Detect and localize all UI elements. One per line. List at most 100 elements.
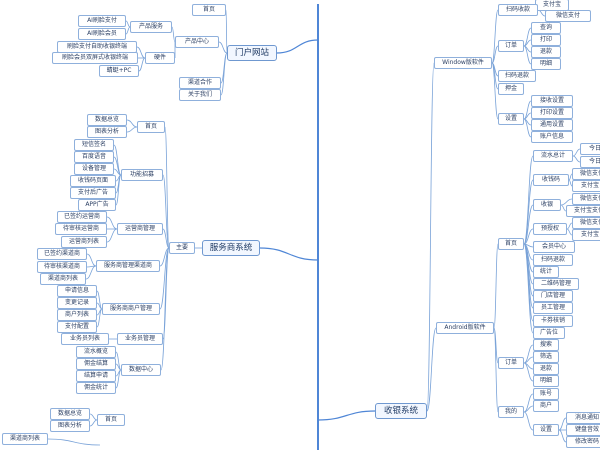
portal-hw3[interactable]: 蜻蜓+PC [99, 65, 139, 77]
cashier-collect-code[interactable]: 收钱码 [533, 174, 569, 186]
cashier-cc1[interactable]: 微信支付 [572, 168, 600, 180]
cashier-s1[interactable]: 接收设置 [531, 95, 573, 107]
cashier-o2[interactable]: 打印 [531, 34, 561, 46]
cashier-q2[interactable]: 筛选 [533, 351, 559, 363]
provider-main[interactable]: 主要 [169, 242, 195, 254]
cashier-q1[interactable]: 搜索 [533, 339, 559, 351]
provider-ads4[interactable]: 收钱码页面 [70, 175, 116, 187]
provider-ads1[interactable]: 短信签名 [74, 139, 114, 151]
portal-product-service[interactable]: 产品服务 [130, 21, 172, 33]
portal-about[interactable]: 关于我们 [179, 89, 221, 101]
cashier-staff-mgmt[interactable]: 员工管理 [533, 302, 573, 314]
cashier-c1[interactable]: 微信支付 [572, 193, 600, 205]
provider-ops2[interactable]: 待审核运营商 [55, 223, 107, 235]
provider-ads3[interactable]: 设备管理 [74, 163, 114, 175]
portal-product-center[interactable]: 产品中心 [175, 36, 219, 48]
cashier-o1[interactable]: 查询 [531, 22, 561, 34]
bottom-chart-analysis[interactable]: 图表分析 [50, 420, 90, 432]
cashier-scan-refund[interactable]: 微信支付 [545, 10, 591, 22]
cashier-merchant[interactable]: 商户 [533, 400, 559, 412]
portal-ai-pay[interactable]: AI刷脸支付 [78, 15, 126, 27]
cashier-home[interactable]: 首页 [498, 238, 524, 250]
provider-data-center[interactable]: 数据中心 [121, 364, 161, 376]
provider-ops3[interactable]: 运营商列表 [61, 236, 107, 248]
provider-ch2[interactable]: 待审核渠道商 [37, 261, 87, 273]
cashier-o3[interactable]: 退款 [531, 46, 561, 58]
portal-hub[interactable]: 门户网站 [227, 45, 277, 61]
portal-partner[interactable]: 渠道合作 [179, 77, 221, 89]
provider-m4[interactable]: 支付配置 [57, 321, 97, 333]
cashier-qr-mgmt[interactable]: 二维码管理 [533, 278, 579, 290]
cashier-s4[interactable]: 账户信息 [531, 131, 573, 143]
connector-line [523, 204, 534, 245]
provider-ch3[interactable]: 渠道商列表 [40, 273, 86, 285]
cashier-scan-refund2[interactable]: 扫码退款 [498, 70, 536, 82]
provider-salesman[interactable]: 业务员管理 [117, 333, 163, 345]
portal-hardware[interactable]: 硬件 [145, 52, 175, 64]
cashier-p2[interactable]: 支付宝 [572, 229, 600, 241]
provider-d2[interactable]: 佣金结算 [76, 358, 116, 370]
portal-hw2[interactable]: 刷脸会员双屏式收银终端 [52, 52, 138, 64]
cashier-scan-pay[interactable]: 扫码收款 [498, 4, 538, 16]
cashier-scan-refund3[interactable]: 扫码退款 [533, 254, 573, 266]
cashier-settings2[interactable]: 设置 [533, 424, 559, 436]
provider-m2[interactable]: 变更记录 [57, 297, 97, 309]
cashier-stats[interactable]: 统计 [533, 266, 559, 278]
cashier-cc2[interactable]: 支付宝 [572, 180, 600, 192]
provider-ops1[interactable]: 已签约运营商 [57, 211, 107, 223]
cashier-android[interactable]: Android版软件 [436, 322, 494, 334]
cashier-s2[interactable]: 打印设置 [531, 107, 573, 119]
provider-merchant[interactable]: 服务商商户管理 [102, 303, 160, 315]
provider-d1[interactable]: 流水概览 [76, 346, 116, 358]
provider-d4[interactable]: 佣金统计 [76, 382, 116, 394]
cashier-q4[interactable]: 明细 [533, 375, 559, 387]
bottom-channel-list[interactable]: 渠道商列表 [2, 433, 48, 445]
cashier-collect[interactable]: 收银 [533, 199, 561, 211]
portal-home[interactable]: 首页 [192, 4, 226, 16]
provider-chart-analysis[interactable]: 图表分析 [87, 126, 127, 138]
cashier-set1[interactable]: 消息通知 [566, 412, 600, 424]
cashier-orders2[interactable]: 订单 [498, 357, 524, 369]
provider-home[interactable]: 首页 [137, 121, 165, 133]
cashier-ad-slot[interactable]: 广告位 [533, 327, 565, 339]
cashier-p1[interactable]: 微信支付 [572, 217, 600, 229]
cashier-deposit[interactable]: 押金 [498, 83, 524, 95]
cashier-today2[interactable]: 今日 [580, 156, 600, 168]
provider-data-overview[interactable]: 数据总览 [87, 114, 127, 126]
cashier-windows[interactable]: Window版软件 [434, 57, 492, 69]
provider-ads5[interactable]: 支付后广告 [70, 187, 116, 199]
connector-line [523, 118, 532, 138]
cashier-account[interactable]: 账号 [533, 388, 559, 400]
cashier-flow-total[interactable]: 流水总计 [533, 150, 573, 162]
cashier-s3[interactable]: 通用设置 [531, 119, 573, 131]
portal-ai-member[interactable]: AI刷脸会员 [78, 28, 126, 40]
connector-line [523, 243, 534, 334]
cashier-member-center[interactable]: 会员中心 [533, 241, 575, 253]
cashier-set2[interactable]: 键盘音效 [566, 424, 600, 436]
provider-ads6[interactable]: APP广告 [78, 199, 116, 211]
cashier-orders[interactable]: 订单 [498, 40, 524, 52]
cashier-q3[interactable]: 退款 [533, 363, 559, 375]
provider-m1[interactable]: 申请信息 [57, 285, 97, 297]
cashier-set3[interactable]: 修改密码 [566, 436, 600, 448]
provider-ch1[interactable]: 已签约渠道商 [37, 248, 87, 260]
provider-hub[interactable]: 服务商系统 [202, 240, 260, 256]
cashier-card-verify[interactable]: 卡券核销 [533, 315, 573, 327]
bottom-data-overview[interactable]: 数据总览 [50, 408, 90, 420]
provider-ops[interactable]: 运营商管理 [117, 223, 163, 235]
bottom-home[interactable]: 首页 [97, 414, 125, 426]
cashier-mine[interactable]: 我的 [498, 406, 524, 418]
cashier-settings[interactable]: 设置 [498, 113, 524, 125]
provider-channel[interactable]: 服务商管理渠道商 [96, 260, 160, 272]
cashier-hub[interactable]: 收银系统 [375, 403, 427, 419]
provider-d3[interactable]: 结算申请 [76, 370, 116, 382]
cashier-c2[interactable]: 支付宝支付 [566, 205, 600, 217]
provider-sm1[interactable]: 业务员列表 [61, 333, 109, 345]
cashier-prepay[interactable]: 预授权 [533, 223, 567, 235]
provider-ads2[interactable]: 百度语音 [74, 151, 114, 163]
cashier-today[interactable]: 今日 [580, 143, 600, 155]
cashier-o4[interactable]: 明细 [531, 58, 561, 70]
cashier-store-mgmt[interactable]: 门店管理 [533, 290, 573, 302]
provider-func-ads[interactable]: 功能招募 [121, 169, 163, 181]
provider-m3[interactable]: 商户列表 [57, 309, 97, 321]
